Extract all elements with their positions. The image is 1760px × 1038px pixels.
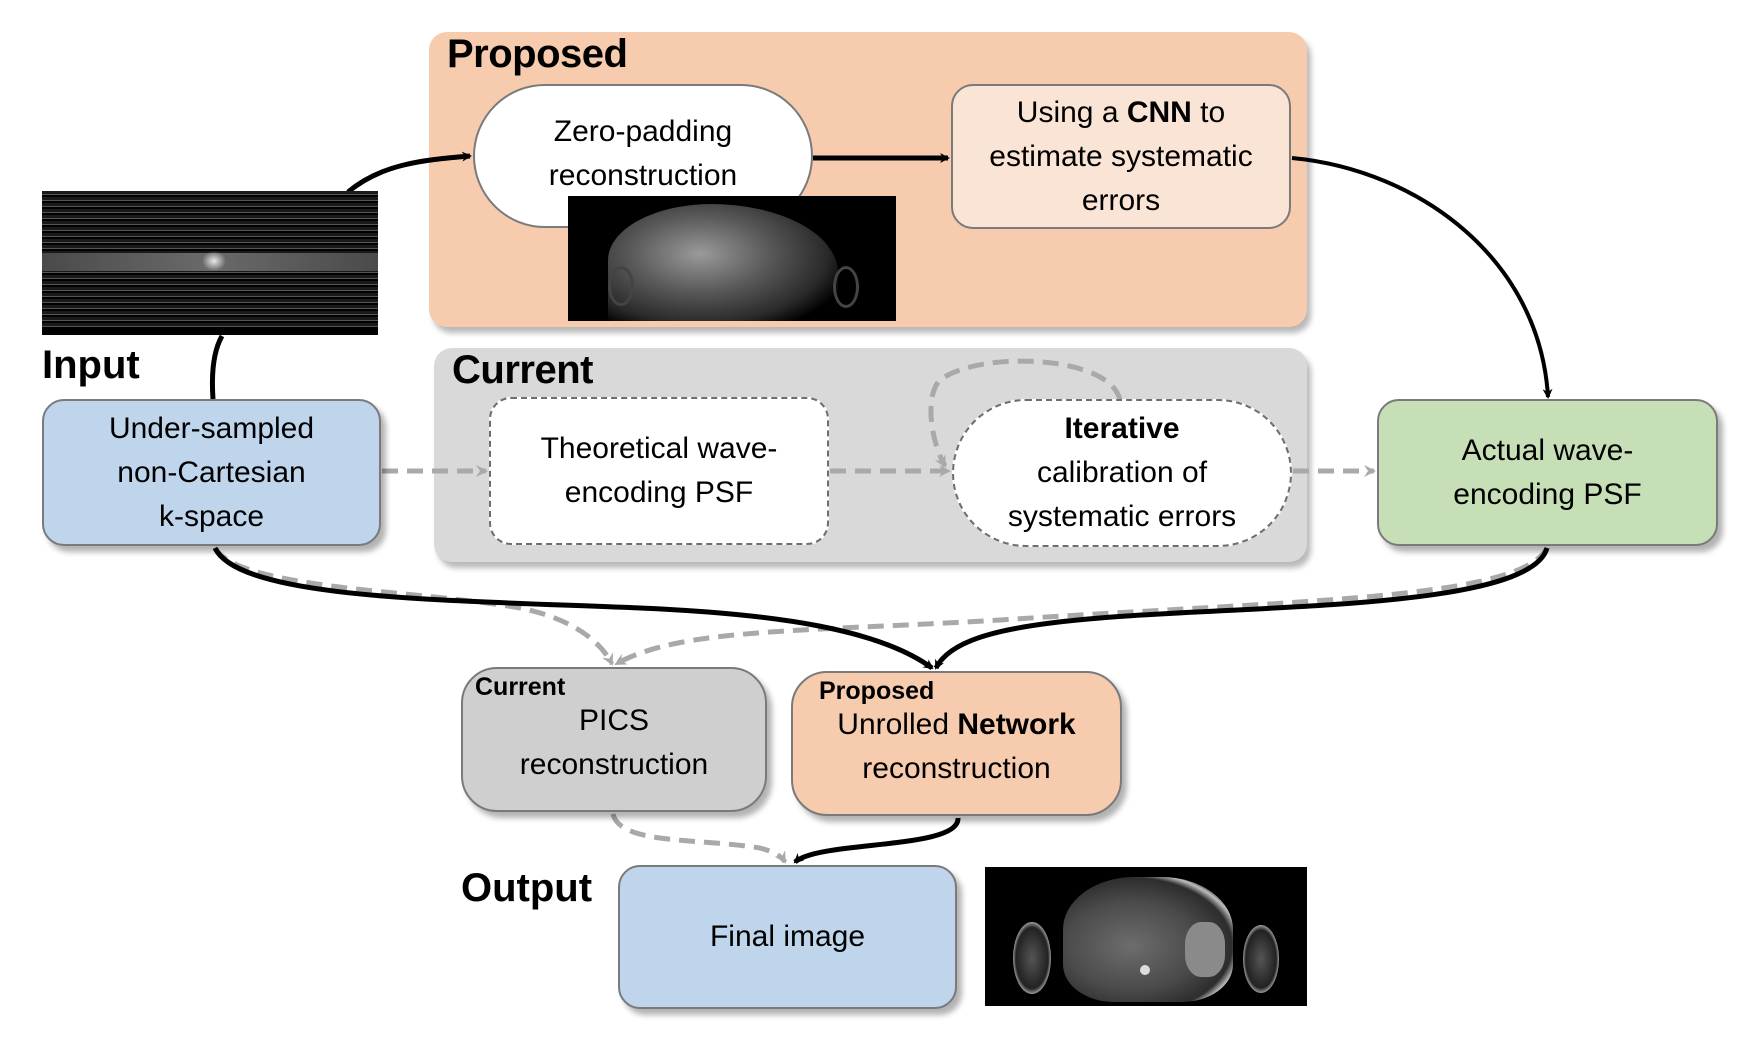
arrow-pics-to-final bbox=[610, 813, 788, 864]
actual-psf-node: Actual wave- encoding PSF bbox=[1377, 399, 1718, 546]
iterative-line2: calibration of bbox=[1036, 456, 1208, 489]
iterative-line3: systematic errors bbox=[1007, 500, 1237, 533]
recon-left-arm bbox=[598, 266, 626, 306]
cnn-line1-pre: Using a bbox=[1016, 95, 1127, 129]
arrow-kspace-to-zeropad bbox=[346, 151, 472, 194]
zero-padding-node: Zero-padding reconstruction bbox=[473, 84, 813, 228]
arrow-cnn-to-actual bbox=[1291, 156, 1553, 399]
theoretical-psf-node: Theoretical wave- encoding PSF bbox=[489, 397, 829, 545]
unrolled-line1-bold: Network bbox=[957, 708, 1076, 741]
mri-spine bbox=[1140, 965, 1150, 975]
mri-liver-highlight bbox=[1185, 922, 1225, 977]
kspace-image bbox=[42, 191, 378, 335]
unrolled-line2: reconstruction bbox=[862, 752, 1051, 785]
final-mri-image bbox=[985, 867, 1307, 1006]
line-input-to-kspace bbox=[209, 334, 225, 400]
pics-line2: reconstruction bbox=[519, 748, 709, 781]
kspace-bottom-edge bbox=[42, 327, 378, 335]
pics-line1: PICS bbox=[578, 704, 650, 737]
mri-right-arm bbox=[1243, 925, 1279, 993]
theoretical-line2: encoding PSF bbox=[564, 476, 754, 509]
arrow-actual-to-pics bbox=[614, 546, 1550, 667]
unrolled-line1-pre: Unrolled bbox=[837, 708, 958, 741]
cnn-line2: estimate systematic bbox=[989, 139, 1253, 173]
unrolled-line1: Unrolled Network bbox=[837, 703, 1075, 747]
cnn-line1-bold: CNN bbox=[1126, 95, 1192, 129]
final-image-label: Final image bbox=[709, 920, 866, 953]
iterative-calibration-node: Iterative calibration of systematic erro… bbox=[952, 399, 1292, 547]
iterative-bold: Iterative bbox=[1064, 412, 1180, 445]
pics-node: Current PICS reconstruction bbox=[461, 667, 767, 812]
zero-padding-line1: Zero-padding bbox=[553, 115, 733, 148]
zero-padding-line2: reconstruction bbox=[548, 159, 738, 192]
kspace-center-peak bbox=[202, 251, 226, 271]
iterative-loop-arrow bbox=[928, 358, 1123, 468]
proposed-panel-title: Proposed bbox=[447, 32, 628, 76]
actual-line2: encoding PSF bbox=[1453, 477, 1642, 511]
cnn-line1: Using a CNN to bbox=[989, 91, 1252, 135]
input-line3: k-space bbox=[158, 499, 265, 533]
unrolled-tag: Proposed bbox=[819, 677, 935, 705]
iterative-line1: Iterative bbox=[1008, 407, 1236, 451]
output-label: Output bbox=[461, 866, 593, 910]
cnn-node: Using a CNN to estimate systematic error… bbox=[951, 84, 1291, 229]
current-panel-title: Current bbox=[452, 348, 593, 392]
mri-left-arm bbox=[1013, 922, 1051, 994]
actual-line1: Actual wave- bbox=[1461, 433, 1634, 467]
input-line1: Under-sampled bbox=[108, 411, 315, 445]
input-label: Input bbox=[42, 343, 140, 387]
input-kspace-node: Under-sampled non-Cartesian k-space bbox=[42, 399, 381, 546]
arrow-unrolled-to-final bbox=[793, 817, 961, 865]
input-line2: non-Cartesian bbox=[117, 455, 306, 489]
arrow-actual-to-unrolled bbox=[933, 547, 1550, 670]
final-image-node: Final image bbox=[618, 865, 957, 1009]
arrow-input-to-unrolled bbox=[212, 546, 934, 671]
cnn-line1-post: to bbox=[1191, 95, 1226, 129]
theoretical-line1: Theoretical wave- bbox=[540, 432, 778, 465]
unrolled-network-node: Proposed Unrolled Network reconstruction bbox=[791, 671, 1122, 816]
cnn-line3: errors bbox=[1081, 183, 1161, 217]
pics-tag: Current bbox=[475, 673, 566, 701]
recon-right-arm bbox=[838, 266, 866, 311]
